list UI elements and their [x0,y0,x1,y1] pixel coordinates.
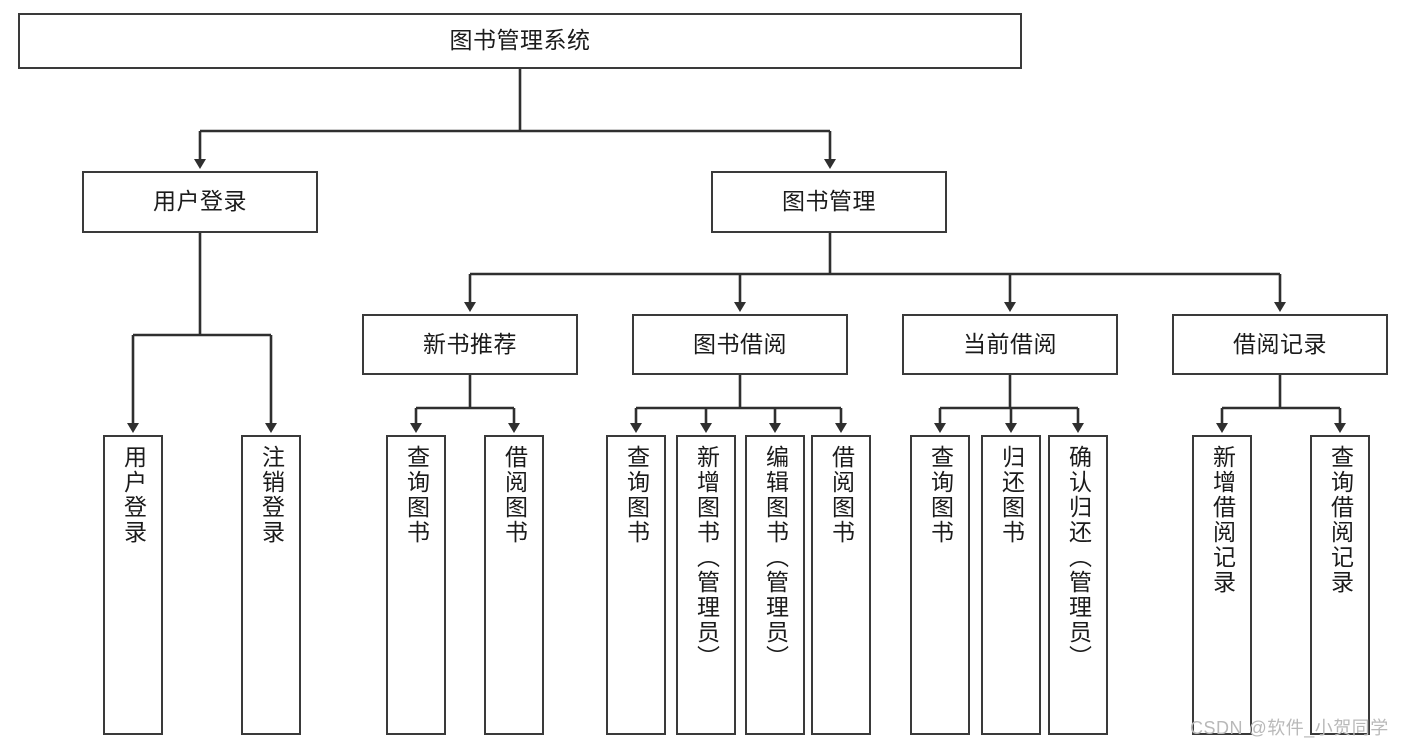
node-book-borrow-label: 图书借阅 [693,330,787,357]
node-leaf-logout-label: 注销登录 [258,445,285,545]
node-leaf-edit-book[interactable]: 编辑图书（管理员） [745,435,805,735]
node-new-book-rec[interactable]: 新书推荐 [362,314,578,375]
edge-group-current-borrow [934,375,1084,433]
edge-group-user-login [127,233,277,433]
node-leaf-return-book-label: 归还图书 [998,445,1025,545]
node-borrow-record-label: 借阅记录 [1233,330,1327,357]
node-book-manage[interactable]: 图书管理 [711,171,947,233]
node-leaf-user-login-label: 用户登录 [120,445,147,545]
node-root[interactable]: 图书管理系统 [18,13,1022,69]
node-current-borrow-label: 当前借阅 [963,330,1057,357]
node-leaf-query-book-borrow-label: 查询图书 [623,445,650,545]
node-leaf-user-login[interactable]: 用户登录 [103,435,163,735]
edge-group-new-book-rec [410,375,520,433]
node-leaf-add-record-label: 新增借阅记录 [1209,445,1236,595]
node-leaf-query-book-rec[interactable]: 查询图书 [386,435,446,735]
node-leaf-add-book-label: 新增图书（管理员） [693,445,720,670]
edge-group-book-manage [464,233,1286,312]
node-user-login[interactable]: 用户登录 [82,171,318,233]
node-leaf-return-book[interactable]: 归还图书 [981,435,1041,735]
node-leaf-edit-book-label: 编辑图书（管理员） [762,445,789,670]
node-leaf-add-record[interactable]: 新增借阅记录 [1192,435,1252,735]
node-user-login-label: 用户登录 [153,188,247,215]
node-leaf-query-book-current[interactable]: 查询图书 [910,435,970,735]
node-leaf-confirm-return[interactable]: 确认归还（管理员） [1048,435,1108,735]
node-leaf-logout[interactable]: 注销登录 [241,435,301,735]
node-leaf-borrow-book-rec[interactable]: 借阅图书 [484,435,544,735]
node-root-label: 图书管理系统 [449,27,591,54]
node-leaf-borrow-book-label: 借阅图书 [828,445,855,545]
edge-group-borrow-record [1216,375,1346,433]
node-leaf-query-book-borrow[interactable]: 查询图书 [606,435,666,735]
node-leaf-confirm-return-label: 确认归还（管理员） [1065,445,1092,670]
edge-group-book-borrow [630,375,847,433]
node-leaf-add-book[interactable]: 新增图书（管理员） [676,435,736,735]
node-current-borrow[interactable]: 当前借阅 [902,314,1118,375]
node-book-manage-label: 图书管理 [782,188,876,215]
node-book-borrow[interactable]: 图书借阅 [632,314,848,375]
node-leaf-query-record-label: 查询借阅记录 [1327,445,1354,595]
edge-group-root [194,69,836,169]
csdn-watermark: CSDN @软件_小贺同学 [1190,718,1389,738]
node-leaf-query-book-current-label: 查询图书 [927,445,954,545]
node-new-book-rec-label: 新书推荐 [423,330,517,357]
node-leaf-query-book-rec-label: 查询图书 [403,445,430,545]
node-leaf-query-record[interactable]: 查询借阅记录 [1310,435,1370,735]
node-leaf-borrow-book[interactable]: 借阅图书 [811,435,871,735]
node-leaf-borrow-book-rec-label: 借阅图书 [501,445,528,545]
node-borrow-record[interactable]: 借阅记录 [1172,314,1388,375]
